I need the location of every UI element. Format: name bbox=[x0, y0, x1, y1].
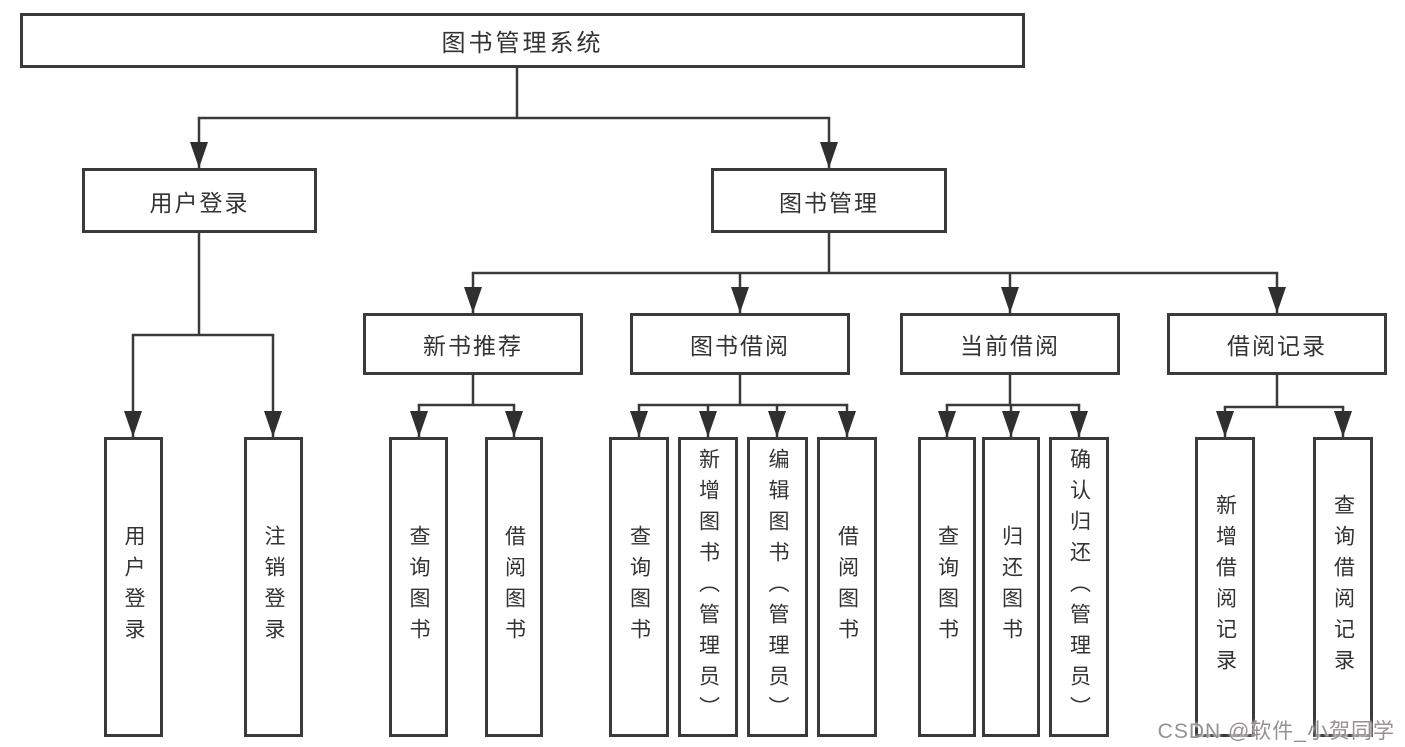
leaf-borrow-books-label: 借阅图书 bbox=[835, 525, 859, 649]
leaf-add-books-admin: 新增图书（管理员） bbox=[678, 437, 738, 737]
node-new-book-recommend: 新书推荐 bbox=[363, 313, 583, 375]
leaf-query-books-current: 查询图书 bbox=[918, 437, 976, 737]
node-current-borrow: 当前借阅 bbox=[900, 313, 1120, 375]
leaf-confirm-return-admin-label: 确认归还（管理员） bbox=[1067, 447, 1091, 727]
leaf-return-books: 归还图书 bbox=[982, 437, 1040, 737]
leaf-query-books-recommend-label: 查询图书 bbox=[407, 525, 430, 649]
node-borrow-record-label: 借阅记录 bbox=[1227, 333, 1327, 359]
leaf-edit-books-admin-label: 编辑图书（管理员） bbox=[766, 447, 789, 727]
leaf-borrow-books-recommend: 借阅图书 bbox=[485, 437, 543, 737]
node-user-login: 用户登录 bbox=[82, 168, 317, 233]
leaf-edit-books-admin: 编辑图书（管理员） bbox=[747, 437, 808, 737]
node-book-borrow: 图书借阅 bbox=[630, 313, 850, 375]
leaf-query-books-current-label: 查询图书 bbox=[935, 525, 959, 649]
node-borrow-record: 借阅记录 bbox=[1167, 313, 1387, 375]
node-current-borrow-label: 当前借阅 bbox=[960, 333, 1060, 359]
leaf-add-borrow-record-label: 新增借阅记录 bbox=[1213, 494, 1237, 680]
leaf-query-borrow-record-label: 查询借阅记录 bbox=[1331, 494, 1355, 680]
leaf-add-borrow-record: 新增借阅记录 bbox=[1195, 437, 1255, 737]
leaf-query-books-recommend: 查询图书 bbox=[389, 437, 448, 737]
node-user-login-label: 用户登录 bbox=[149, 189, 250, 216]
node-root-label: 图书管理系统 bbox=[441, 30, 604, 57]
node-root-system: 图书管理系统 bbox=[20, 13, 1025, 68]
leaf-return-books-label: 归还图书 bbox=[999, 525, 1023, 649]
leaf-add-books-admin-label: 新增图书（管理员） bbox=[696, 447, 720, 727]
leaf-borrow-books-recommend-label: 借阅图书 bbox=[502, 525, 526, 649]
leaf-logout: 注销登录 bbox=[244, 437, 303, 737]
leaf-user-login-label: 用户登录 bbox=[122, 525, 145, 649]
node-book-management-label: 图书管理 bbox=[779, 189, 879, 216]
leaf-query-borrow-record: 查询借阅记录 bbox=[1313, 437, 1373, 737]
leaf-query-books-borrow-label: 查询图书 bbox=[627, 525, 651, 649]
leaf-confirm-return-admin: 确认归还（管理员） bbox=[1049, 437, 1109, 737]
leaf-user-login: 用户登录 bbox=[104, 437, 163, 737]
leaf-borrow-books: 借阅图书 bbox=[817, 437, 877, 737]
leaf-query-books-borrow: 查询图书 bbox=[609, 437, 669, 737]
node-new-book-recommend-label: 新书推荐 bbox=[423, 333, 523, 359]
node-book-management: 图书管理 bbox=[711, 168, 947, 233]
leaf-logout-label: 注销登录 bbox=[262, 525, 285, 649]
node-book-borrow-label: 图书借阅 bbox=[690, 333, 790, 359]
csdn-watermark: CSDN @软件_小贺同学 bbox=[1157, 720, 1395, 743]
